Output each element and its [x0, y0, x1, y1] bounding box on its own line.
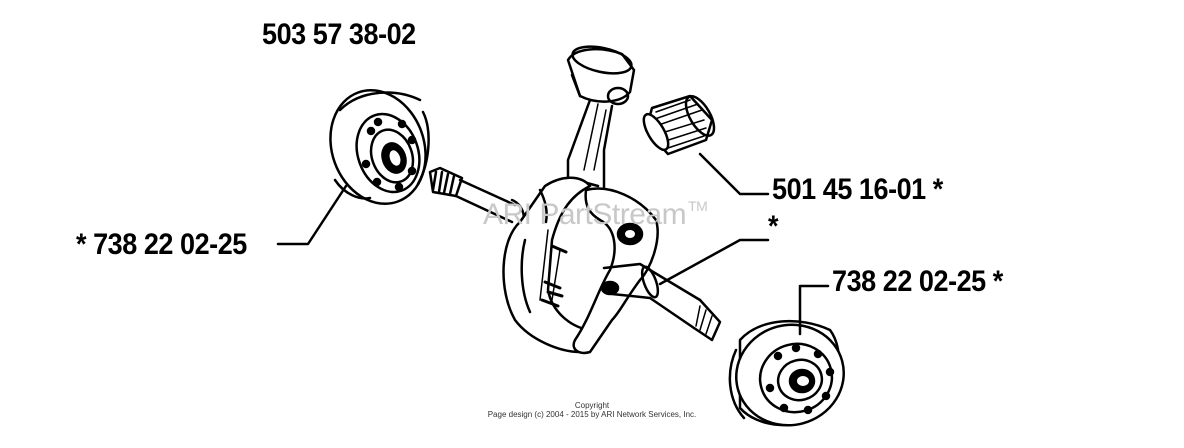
needle-bearing-drawing	[642, 94, 716, 156]
copyright-line-2: Page design (c) 2004 - 2015 by ARI Netwo…	[487, 410, 697, 419]
crank-webs-drawing	[502, 176, 659, 355]
leader-lines	[276, 152, 830, 336]
watermark-text: ARI PartStream	[483, 198, 687, 231]
watermark-tm: TM	[688, 198, 708, 214]
left-ball-bearing-drawing	[329, 89, 430, 205]
leader-left-bearing	[276, 184, 348, 246]
connecting-rod-drawing	[566, 45, 636, 200]
label-needle-bearing-part-number: 501 45 16-01 *	[772, 173, 943, 206]
label-asterisk: *	[768, 210, 779, 243]
label-right-bearing-part-number: 738 22 02-25 *	[832, 265, 1003, 298]
right-ball-bearing-drawing	[728, 319, 845, 427]
left-crank-shaft-drawing	[428, 166, 525, 228]
copyright-line-1: Copyright	[574, 401, 610, 410]
right-crank-shaft-drawing	[602, 262, 722, 342]
leader-needle-bearing	[698, 152, 770, 196]
label-top-part-number: 503 57 38-02	[262, 18, 416, 51]
leader-asterisk-part	[658, 238, 770, 286]
leader-right-bearing	[798, 284, 830, 336]
label-left-bearing-part-number: * 738 22 02-25	[76, 228, 247, 261]
